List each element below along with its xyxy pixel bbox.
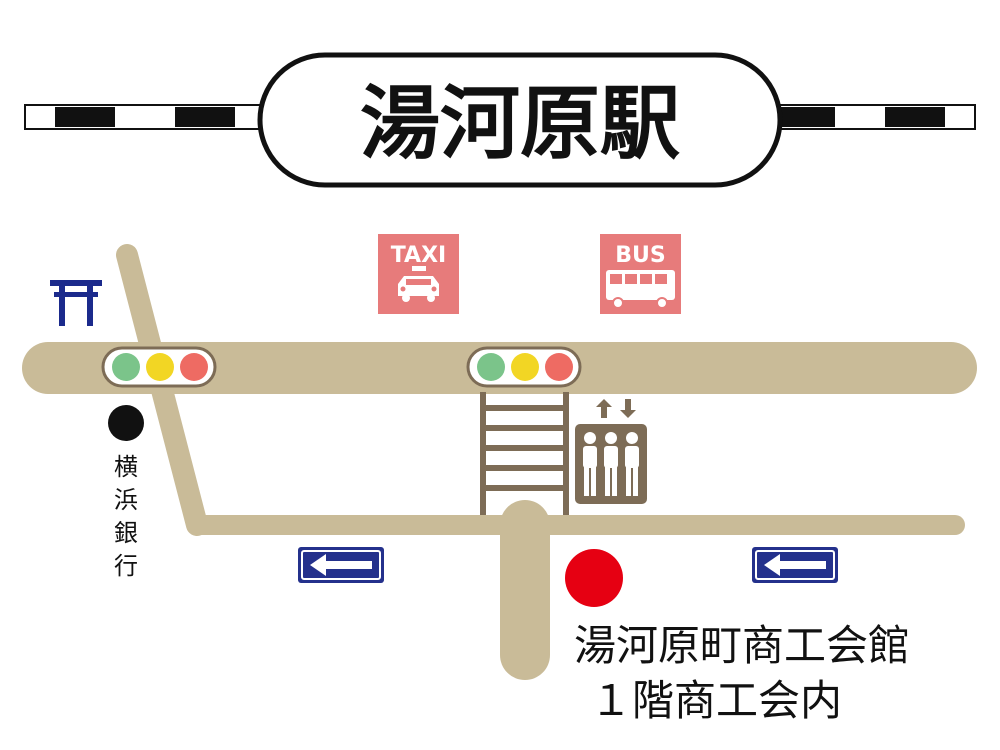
crosswalk — [480, 392, 569, 515]
taxi-label: TAXI — [391, 243, 446, 268]
bank-char-1: 横 — [114, 453, 138, 481]
destination-line-1: 湯河原町商工会館 — [574, 621, 910, 670]
bank-marker-dot — [108, 405, 144, 441]
diagonal-road — [116, 244, 208, 536]
station-sign: 湯河原駅 — [257, 52, 783, 188]
bank-label: 横 浜 銀 行 — [114, 453, 138, 580]
roads — [22, 244, 977, 680]
shrine-gate-icon — [50, 280, 102, 326]
bus-sign: BUS — [600, 234, 681, 314]
station-name: 湯河原駅 — [360, 77, 680, 170]
elevator-icon — [575, 399, 647, 504]
traffic-signal-left — [101, 346, 217, 388]
bank-char-2: 浜 — [114, 486, 138, 514]
traffic-signal-center — [466, 346, 582, 388]
taxi-sign: TAXI — [378, 234, 459, 314]
destination-dot — [565, 549, 623, 607]
taxi-icon — [398, 266, 439, 302]
bus-icon — [606, 270, 675, 309]
bus-label: BUS — [615, 243, 665, 268]
destination-line-2: １階商工会内 — [590, 676, 842, 725]
bank-char-4: 行 — [114, 552, 138, 580]
one-way-left-arrow-icon-2 — [752, 547, 838, 583]
bank-char-3: 銀 — [114, 519, 138, 547]
one-way-left-arrow-icon — [298, 547, 384, 583]
